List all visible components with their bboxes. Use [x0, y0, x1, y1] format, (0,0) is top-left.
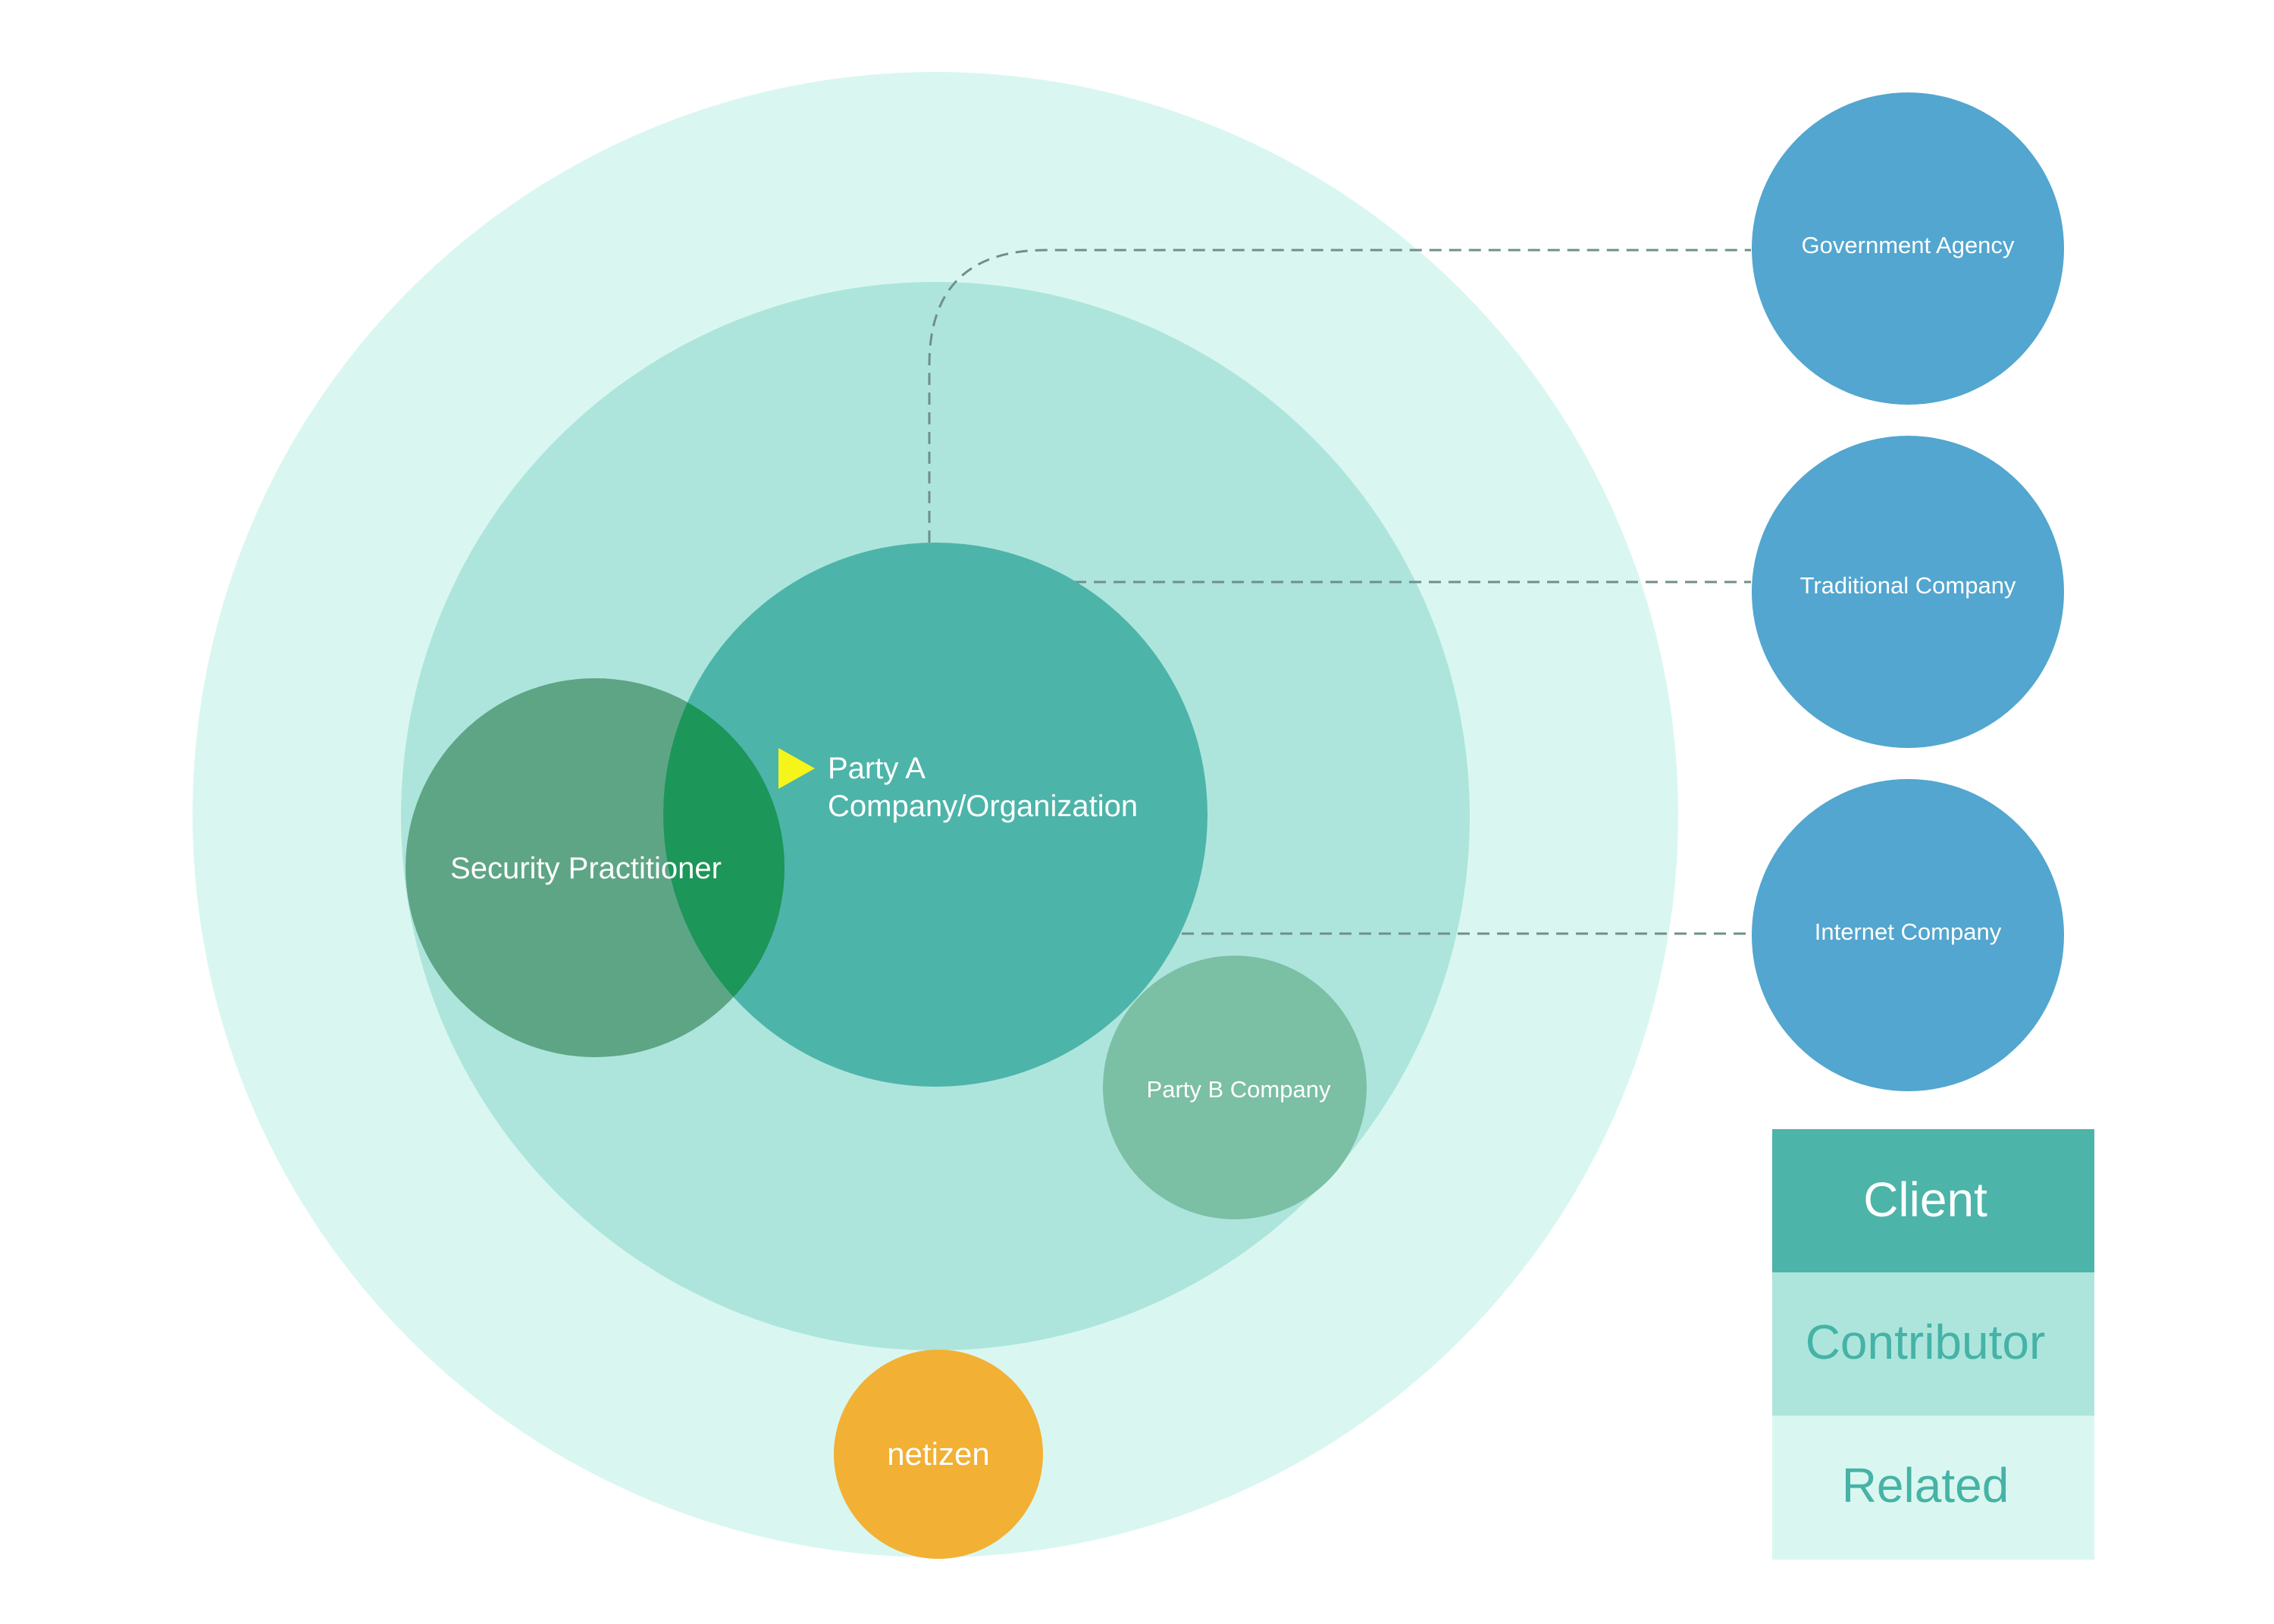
party-a-label-line1: Party A	[828, 752, 926, 785]
internet-company-label: Internet Company	[1815, 918, 2002, 945]
play-marker-icon	[778, 748, 815, 789]
netizen-circle	[834, 1350, 1043, 1559]
traditional-company-circle	[1752, 436, 2064, 748]
internet-company-circle	[1752, 779, 2064, 1091]
party-a-circle	[663, 543, 1207, 1087]
legend-contributor-swatch	[1772, 1272, 2094, 1416]
party-b-circle	[1103, 956, 1367, 1219]
traditional-company-label: Traditional Company	[1800, 572, 2016, 599]
legend-client-label: Client	[1863, 1172, 1987, 1227]
security-practitioner-label: Security Practitioner	[450, 852, 722, 885]
legend-client-swatch	[1772, 1129, 2094, 1272]
legend: Client Contributor Related	[1772, 1129, 2094, 1560]
legend-contributor-label: Contributor	[1806, 1315, 2046, 1369]
party-a-label-line2: Company/Organization	[828, 790, 1138, 823]
connector-government-agency	[928, 249, 1751, 543]
legend-related-label: Related	[1842, 1458, 2009, 1513]
netizen-label: netizen	[887, 1436, 989, 1472]
government-agency-circle	[1752, 92, 2064, 405]
legend-related-swatch	[1772, 1416, 2094, 1560]
government-agency-label: Government Agency	[1802, 232, 2015, 258]
party-b-label: Party B Company	[1147, 1076, 1331, 1103]
